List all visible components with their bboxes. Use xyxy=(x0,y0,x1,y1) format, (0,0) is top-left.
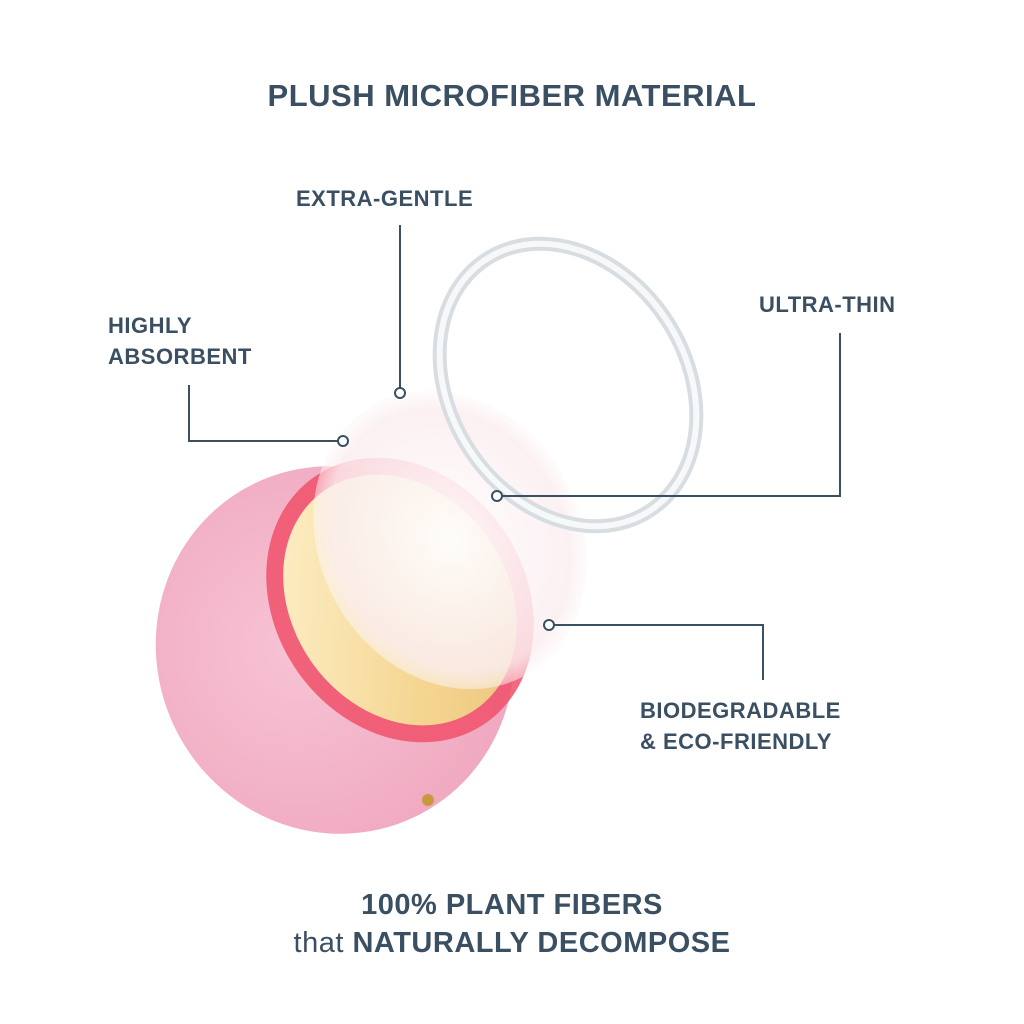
footer-tagline: 100% PLANT FIBERS that NATURALLY DECOMPO… xyxy=(0,886,1024,962)
footer-light-text: that xyxy=(293,927,344,959)
label-line: HIGHLY xyxy=(108,313,193,338)
footer-line-2: that NATURALLY DECOMPOSE xyxy=(0,924,1024,962)
footer-line-1: 100% PLANT FIBERS xyxy=(361,889,663,921)
label-highly-absorbent: HIGHLY ABSORBENT xyxy=(108,310,252,372)
label-ultra-thin: ULTRA-THIN xyxy=(759,292,896,317)
callout-lines xyxy=(188,225,841,680)
page-title: PLUSH MICROFIBER MATERIAL xyxy=(267,78,757,113)
label-biodegradable: BIODEGRADABLE & ECO-FRIENDLY xyxy=(640,695,841,757)
label-line: BIODEGRADABLE xyxy=(640,698,841,723)
clear-ring xyxy=(432,236,704,534)
label-line: ABSORBENT xyxy=(108,344,252,369)
charging-port-icon xyxy=(422,794,434,806)
label-extra-gentle: EXTRA-GENTLE xyxy=(296,186,474,211)
footer-bold-text: NATURALLY DECOMPOSE xyxy=(352,927,731,959)
microfiber-pad xyxy=(313,390,587,690)
label-line: & ECO-FRIENDLY xyxy=(640,729,832,754)
